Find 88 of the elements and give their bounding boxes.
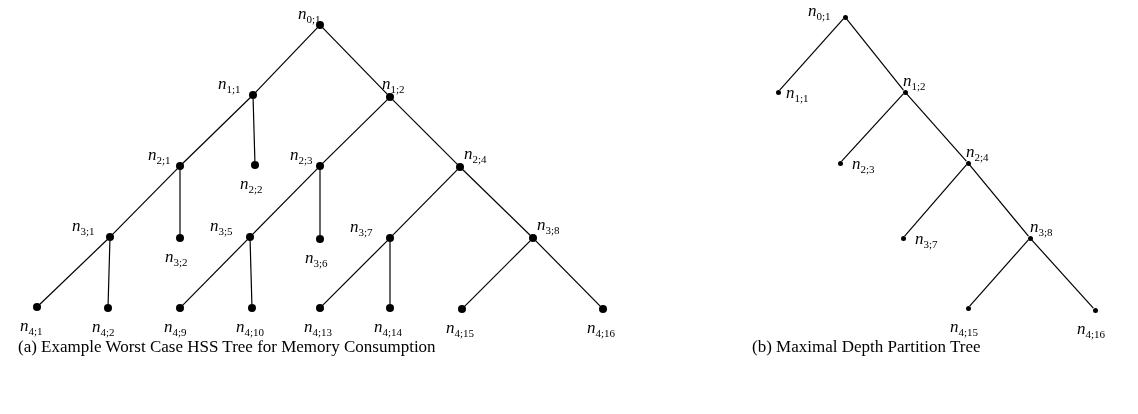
tree-node-dot [1027,235,1033,241]
node-label: n$_{4;2}$ [92,318,115,339]
tree-node-dot [176,304,184,312]
node-label: n$_{4;16}$ [1077,320,1106,341]
tree-edge [322,240,388,306]
tree-edge [182,239,248,306]
node-label: n$_{4;10}$ [236,318,265,339]
tree-edge [535,240,601,307]
node-label: n$_{2;2}$ [240,175,263,196]
node-label: n$_{3;5}$ [210,217,233,238]
tree-node-dot [529,234,537,242]
node-label: n$_{4;15}$ [950,318,979,339]
node-label: n$_{4;14}$ [374,318,403,339]
node-label: n$_{3;1}$ [72,217,95,238]
tree-node-dot [176,162,184,170]
tree-node-dot [106,233,114,241]
tree-edge [249,240,253,305]
node-label: n$_{2;4}$ [464,145,487,166]
tree-edge [389,241,391,305]
tree-edge [392,169,458,236]
tree-edge [1031,239,1094,309]
tree-node-dot [386,304,394,312]
node-label: n$_{0;1}$ [808,2,831,23]
node-label: n$_{3;6}$ [305,249,328,270]
node-label: n$_{2;3}$ [852,155,875,176]
tree-edge [779,18,844,91]
node-label: n$_{4;9}$ [164,318,187,339]
tree-node-dot [599,305,607,313]
node-label: n$_{4;13}$ [304,318,333,339]
tree-node-dot [837,160,843,166]
node-label: n$_{2;1}$ [148,146,171,167]
tree-edge [107,240,111,305]
node-label: n$_{4;16}$ [587,319,616,340]
tree-node-dot [246,233,254,241]
tree-edge [322,27,388,95]
tree-node-dot [316,235,324,243]
tree-node-dot [775,89,781,95]
tree-edge [969,164,1029,237]
tree-node-dot [900,235,906,241]
tree-node-dot [458,305,466,313]
tree-edge [255,27,318,93]
tree-node-dot [386,93,394,101]
tree-edge [252,98,256,162]
tree-node-dot [842,14,848,20]
tree-edge [845,18,905,91]
tree-edge [392,99,458,165]
node-label: n$_{4;15}$ [446,319,475,340]
tree-node-dot [316,304,324,312]
tree-edge [906,93,967,162]
tree-node-dot [386,234,394,242]
node-label: n$_{3;2}$ [165,248,188,269]
tree-edge [182,97,251,164]
tree-node-dot [456,163,464,171]
tree-edge [904,164,967,237]
tree-edge [179,169,181,235]
tree-node-dot [104,304,112,312]
tree-node-dot [249,91,257,99]
tree-node-dot [965,160,971,166]
tree-node-dot [176,234,184,242]
tree-node-dot [248,304,256,312]
tree-node-dot [965,305,971,311]
node-label: n$_{3;7}$ [915,230,938,251]
node-label: n$_{1;1}$ [218,75,241,96]
tree-node-dot [1092,307,1098,313]
node-label: n$_{3;8}$ [1030,218,1053,239]
tree-node-dot [316,162,324,170]
node-label: n$_{1;2}$ [903,72,926,93]
tree-edge [39,239,108,305]
figure-caption: (b) Maximal Depth Partition Tree [752,337,982,357]
tree-edge [841,93,904,162]
node-label: n$_{3;7}$ [350,218,373,239]
tree-node-dot [33,303,41,311]
node-label: n$_{2;3}$ [290,146,313,167]
tree-edge [322,99,388,164]
tree-edge [969,239,1029,307]
tree-node-dot [251,161,259,169]
node-label: n$_{1;1}$ [786,84,809,105]
tree-edge [252,168,318,235]
tree-edge [319,169,321,236]
figure-caption: (a) Example Worst Case HSS Tree for Memory Consumption [18,337,437,357]
node-label: n$_{2;4}$ [966,143,989,164]
node-label: n$_{3;8}$ [537,216,560,237]
tree-edge [462,169,531,236]
node-label: n$_{4;1}$ [20,317,43,338]
tree-edge [464,240,531,307]
tree-node-dot [902,89,908,95]
tree-edge [112,168,178,235]
node-label: n$_{1;2}$ [382,75,405,96]
